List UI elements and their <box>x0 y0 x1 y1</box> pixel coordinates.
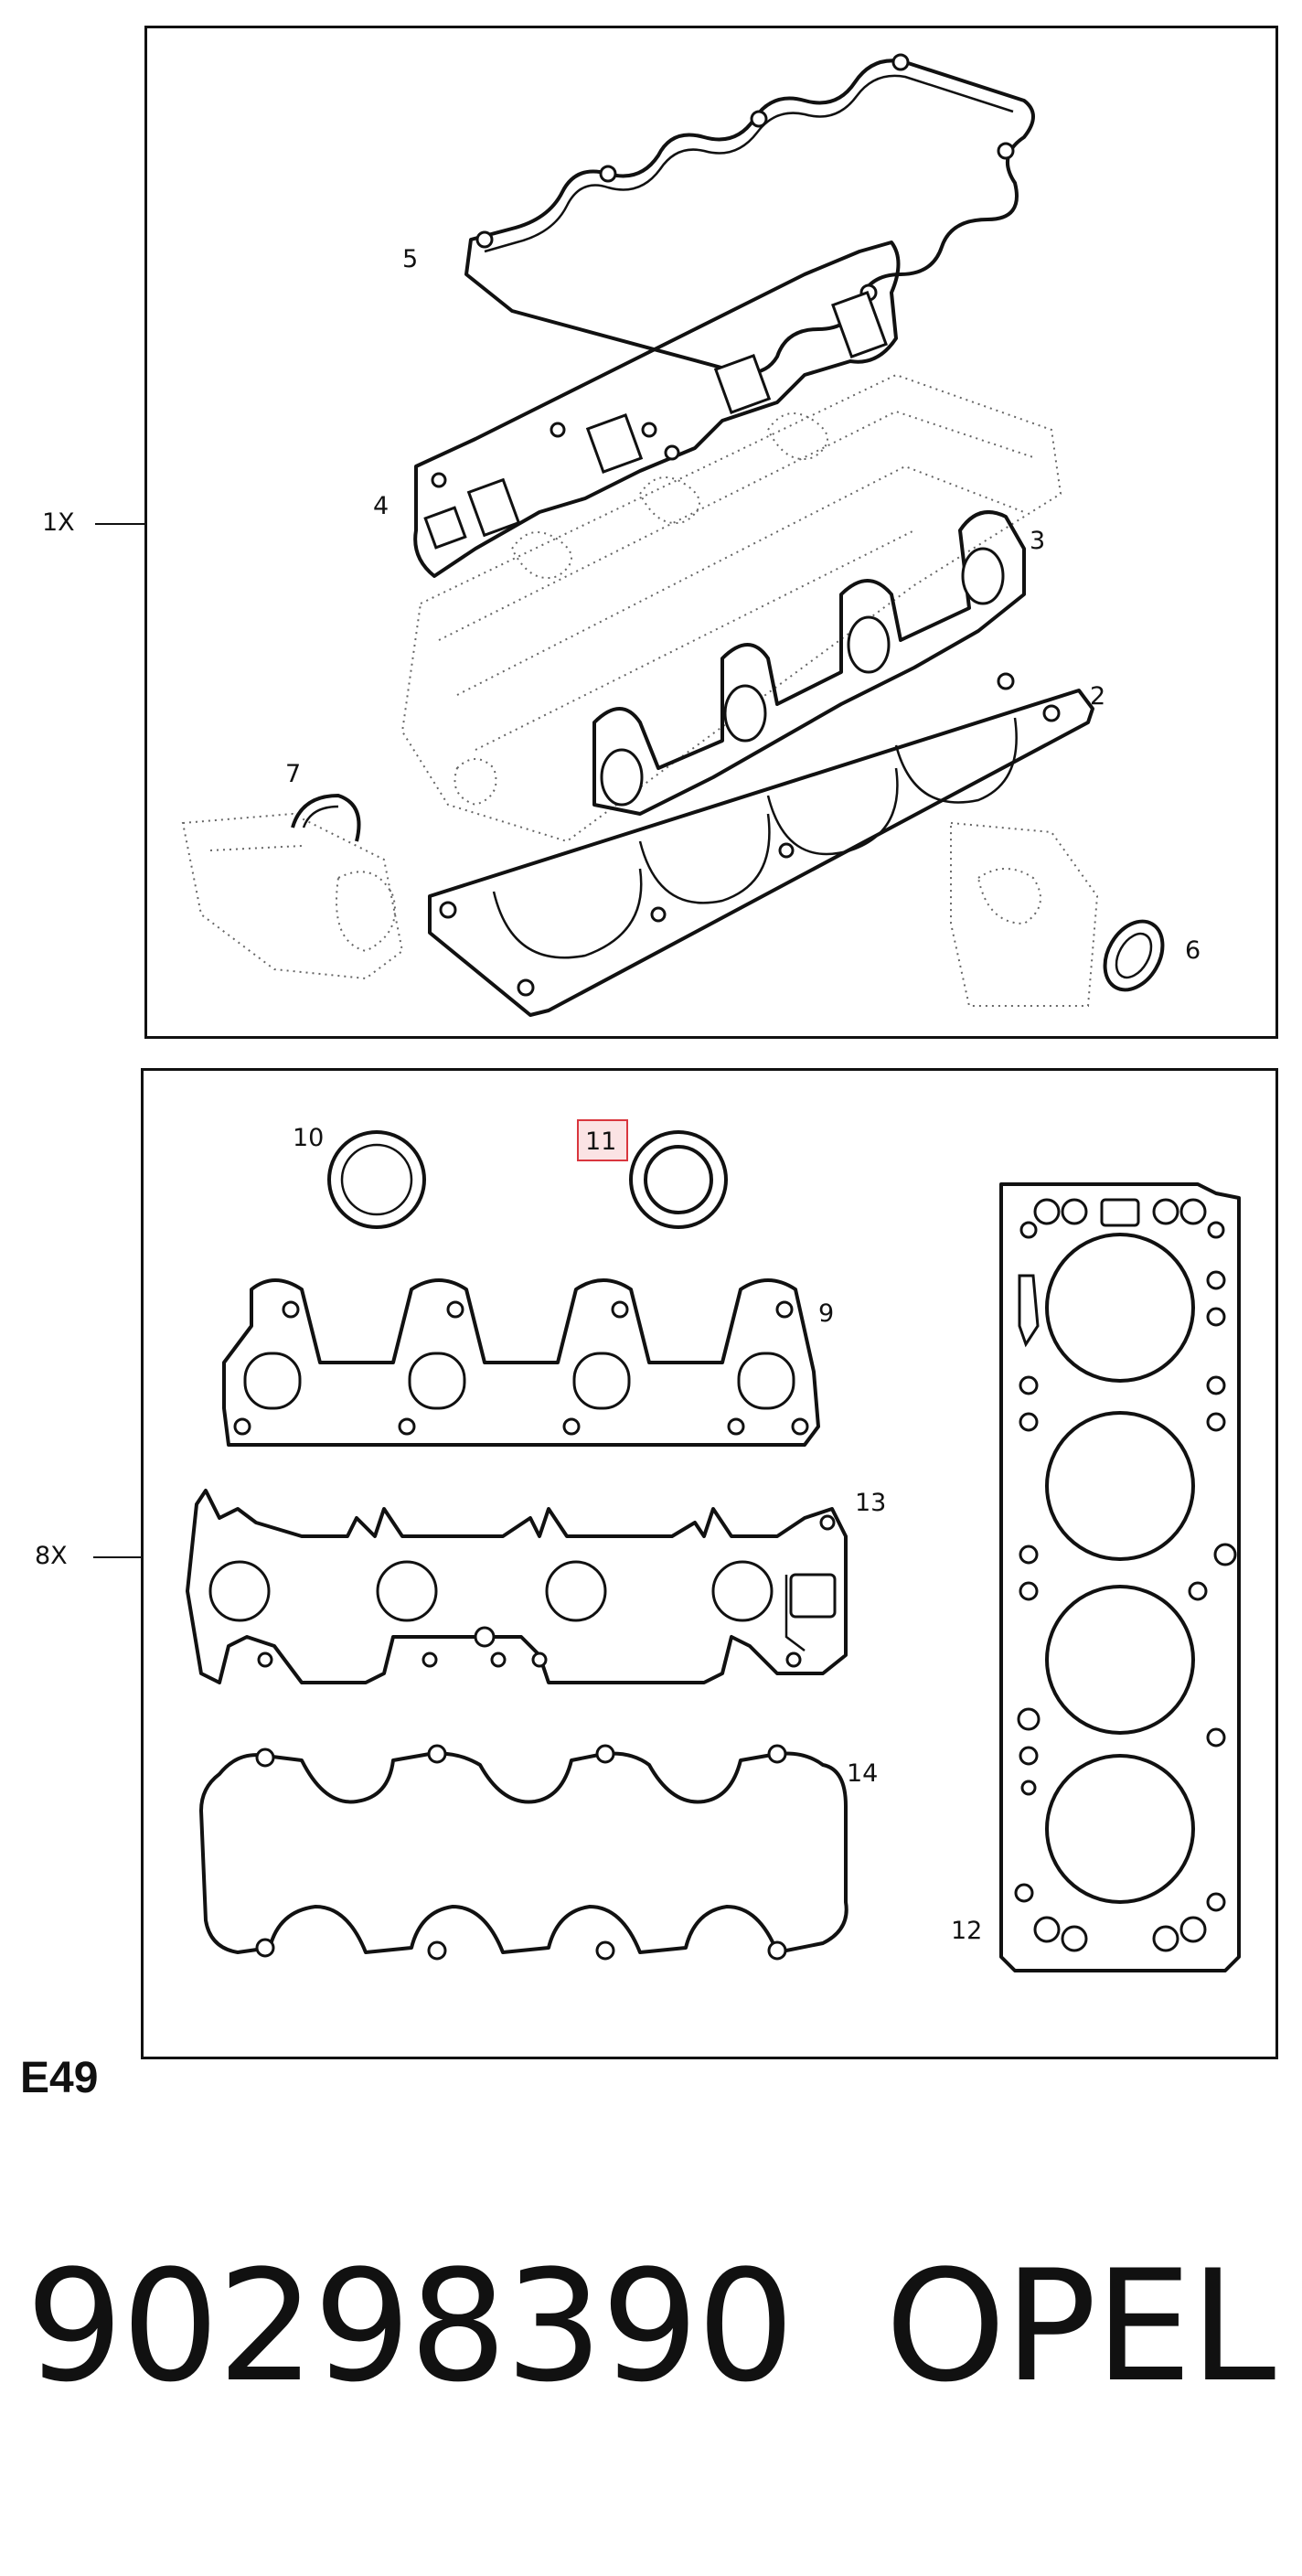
callout-6: 6 <box>1185 936 1201 965</box>
exhaust-gasket-9 <box>222 1278 820 1447</box>
lead-line-8x <box>93 1556 143 1558</box>
cylinder-head-gasket <box>428 689 1094 1017</box>
seal-ring-11 <box>629 1130 728 1229</box>
top-exploded-view-panel <box>144 26 1278 1039</box>
lead-label-8x: 8X <box>35 1542 68 1570</box>
highlight-box-11 <box>577 1119 628 1161</box>
callout-3: 3 <box>1030 527 1045 555</box>
exhaust-manifold-gasket <box>592 510 1026 816</box>
lead-line-1x <box>95 523 146 525</box>
callout-14: 14 <box>847 1759 878 1788</box>
intake-manifold-gasket <box>413 240 901 578</box>
valve-cover-gasket-14 <box>199 1751 848 1954</box>
brand-name: OPEL <box>885 2237 1275 2416</box>
section-code: E49 <box>20 2054 99 2102</box>
callout-13: 13 <box>855 1489 886 1517</box>
rear-housing-outline <box>950 821 1099 1007</box>
cylinder-head-outline <box>400 373 1062 843</box>
gasket-set-diagram: 10 11 9 13 14 12 <box>186 1119 1241 1972</box>
callout-2: 2 <box>1090 682 1105 711</box>
top-exploded-diagram: 5 4 3 2 7 6 <box>181 53 1201 1017</box>
front-seal-ring <box>291 794 361 842</box>
callout-11: 11 <box>585 1128 616 1156</box>
intake-gasket-13 <box>186 1489 848 1684</box>
part-number: 90298390 <box>26 2237 795 2416</box>
callout-4: 4 <box>373 492 389 520</box>
rear-seal-ring <box>1103 919 1165 992</box>
head-gasket-12 <box>999 1182 1241 1972</box>
front-housing-outline <box>181 812 404 980</box>
callout-10: 10 <box>293 1124 324 1152</box>
callout-12: 12 <box>951 1917 982 1945</box>
callout-9: 9 <box>818 1299 834 1328</box>
callout-7: 7 <box>285 760 301 788</box>
lead-label-1x: 1X <box>42 508 75 537</box>
callout-5: 5 <box>402 245 418 273</box>
seal-ring-10 <box>327 1130 426 1229</box>
